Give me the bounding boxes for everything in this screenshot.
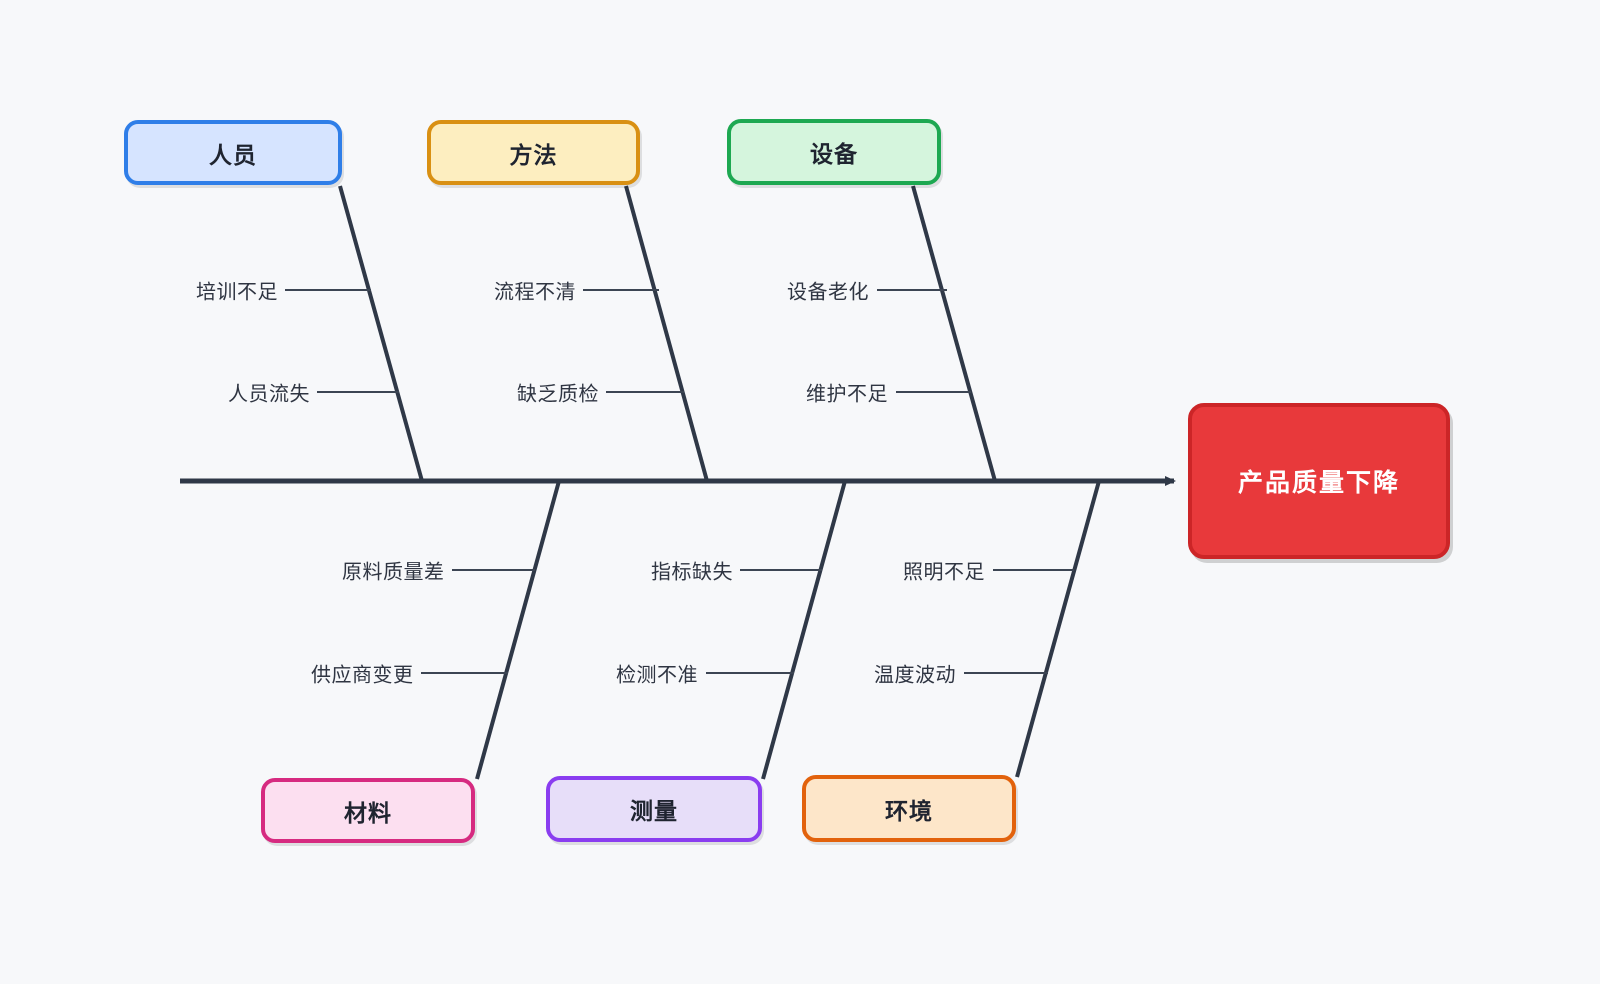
category-box-equipment[interactable]: 设备 [727,119,941,185]
cause-label-measurement-1[interactable]: 指标缺失 [651,561,733,584]
cause-label-environment-1[interactable]: 照明不足 [903,561,985,584]
cause-label-method-1[interactable]: 流程不清 [494,281,576,304]
cause-label-measurement-2[interactable]: 检测不准 [616,664,698,687]
cause-label-method-2[interactable]: 缺乏质检 [517,383,599,406]
category-label-measurement: 测量 [630,798,678,824]
bone-line-material [475,480,561,780]
category-label-material: 材料 [344,799,392,826]
category-label-environment: 环境 [885,797,933,824]
cause-label-material-2[interactable]: 供应商变更 [311,664,414,687]
effect-box[interactable]: 产品质量下降 [1188,403,1450,559]
bone-line-equipment [911,185,997,482]
category-box-material[interactable]: 材料 [261,778,475,843]
cause-label-material-1[interactable]: 原料质量差 [342,561,445,584]
cause-label-people-1[interactable]: 培训不足 [196,281,278,304]
bone-line-people [338,185,424,482]
bone-line-measurement [761,480,847,780]
category-box-method[interactable]: 方法 [427,120,640,185]
cause-label-environment-2[interactable]: 温度波动 [874,664,956,687]
category-label-method: 方法 [509,141,558,168]
cause-label-people-2[interactable]: 人员流失 [228,383,310,406]
bone-line-method [624,185,709,482]
category-box-measurement[interactable]: 测量 [546,776,762,842]
bone-line-environment [1015,480,1101,778]
category-label-equipment: 设备 [810,141,858,167]
bone-group [180,185,1176,780]
effect-label: 产品质量下降 [1237,469,1400,497]
category-box-environment[interactable]: 环境 [802,775,1016,842]
category-label-people: 人员 [209,141,257,168]
cause-label-equipment-1[interactable]: 设备老化 [787,281,869,304]
cause-label-equipment-2[interactable]: 维护不足 [806,383,888,406]
category-box-people[interactable]: 人员 [124,120,342,185]
